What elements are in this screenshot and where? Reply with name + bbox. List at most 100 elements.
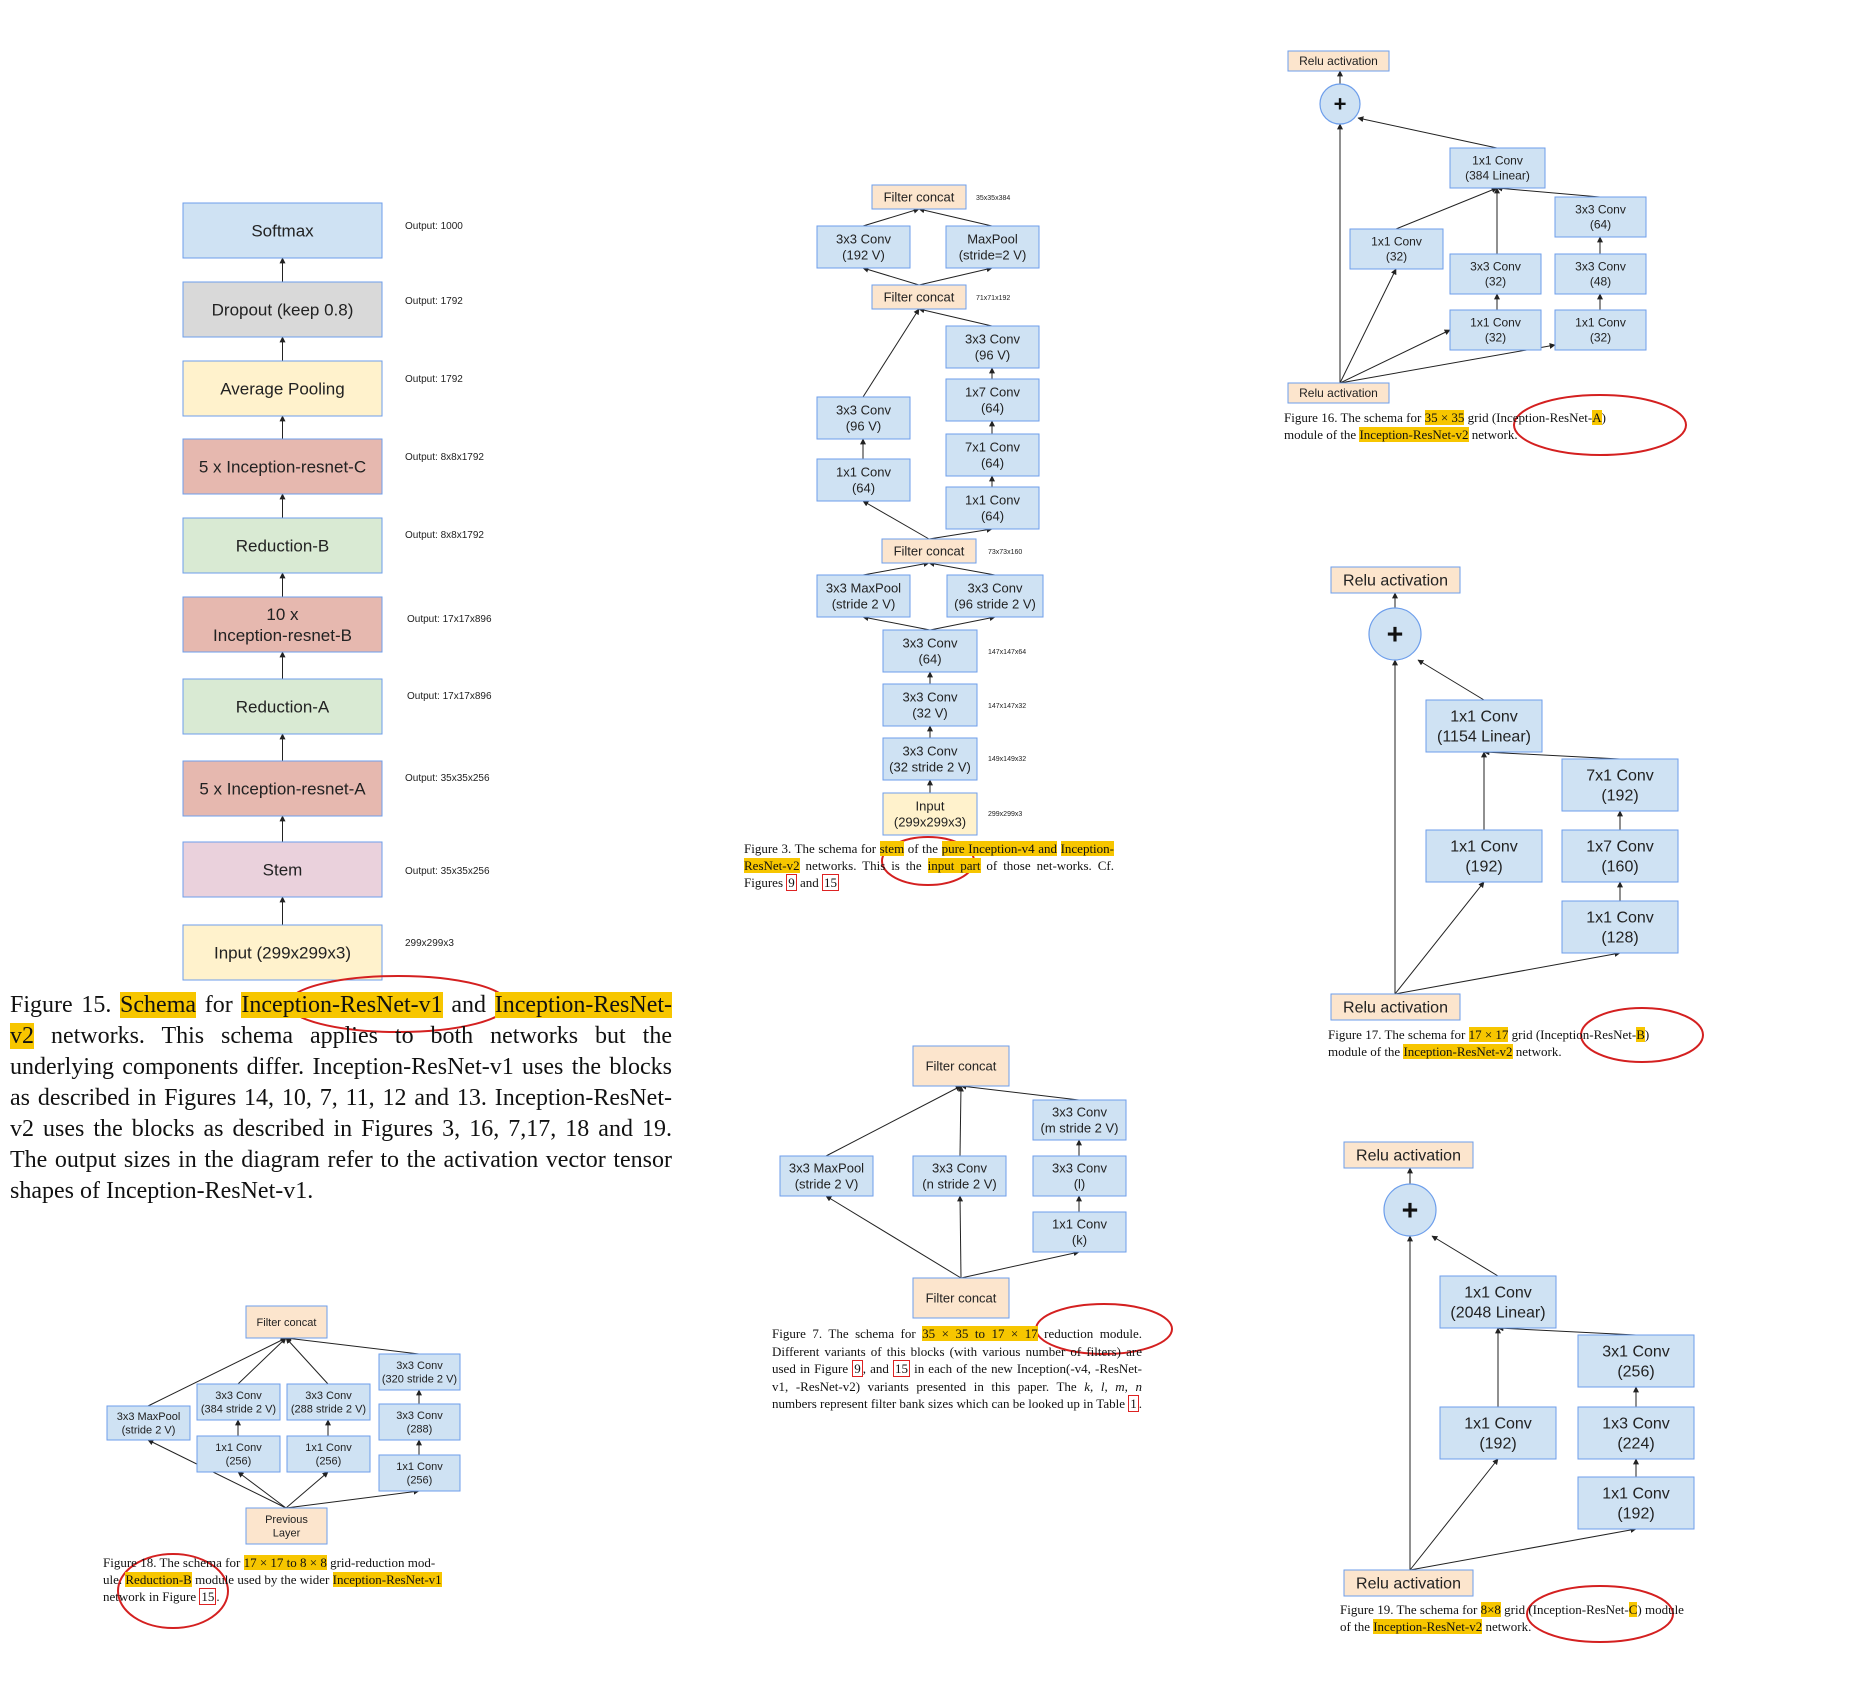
input-box: Input (299x299x3) xyxy=(182,924,383,981)
conv-box-label: 1x1 Conv xyxy=(1052,1216,1107,1231)
conv-box: 1x1 Conv(32) xyxy=(1449,309,1542,351)
edge-arrow xyxy=(928,526,993,540)
edge-arrow xyxy=(862,266,920,286)
edge-arrow xyxy=(1357,116,1498,149)
conv-box-label: (64) xyxy=(918,652,941,667)
edge-arrow xyxy=(825,1085,962,1157)
conv-box: 1x1 Conv(1154 Linear) xyxy=(1425,699,1543,753)
conv-box: 3x3 Conv(64) xyxy=(1554,196,1647,238)
conv-box-label: 1x1 Conv xyxy=(396,1461,443,1473)
softmax-box-label: Softmax xyxy=(251,221,314,240)
conv-box: 3x3 Conv(l) xyxy=(1032,1155,1127,1197)
conv-box-rect xyxy=(378,1353,461,1391)
tensor-size-label: 147x147x64 xyxy=(988,649,1026,656)
conv-box: 3x3 Conv(64) xyxy=(882,629,978,673)
filter-concat-box-label: Filter concat xyxy=(884,190,955,205)
output-size-label: Output: 17x17x896 xyxy=(407,614,492,625)
edge-arrow xyxy=(862,615,931,631)
conv-box-label: 3x3 Conv xyxy=(836,231,891,246)
conv-box-rect xyxy=(816,396,911,440)
figure-17-caption: Figure 17. The schema for 17 × 17 grid (… xyxy=(1328,1027,1650,1059)
conv-box-label: 1x1 Conv xyxy=(1450,839,1518,856)
filter-concat-box-label: Filter concat xyxy=(257,1317,317,1329)
conv-box-label: 1x1 Conv xyxy=(1371,235,1422,249)
conv-box-label: 1x7 Conv xyxy=(965,384,1020,399)
relu-activation-box: Relu activation xyxy=(1343,1569,1474,1597)
conv-box-label: (32) xyxy=(1485,331,1506,345)
conv-box: 1x1 Conv(32) xyxy=(1349,228,1444,270)
conv-box-label: 3x3 Conv xyxy=(1575,203,1626,217)
filter-concat-box-rect xyxy=(881,538,977,564)
conv-box: 1x1 Conv(64) xyxy=(816,458,911,502)
conv-box: 3x3 Conv(m stride 2 V) xyxy=(1032,1099,1127,1141)
maxpool-box: 3x3 MaxPool(stride 2 V) xyxy=(779,1155,874,1197)
conv-box-label: (256) xyxy=(226,1456,252,1468)
conv-box-label: 3x3 Conv xyxy=(965,331,1020,346)
conv-box-label: (384 stride 2 V) xyxy=(201,1404,276,1416)
average-pooling-box-label: Average Pooling xyxy=(220,379,344,398)
conv-box-label: 3x3 Conv xyxy=(215,1390,262,1402)
edge-arrow xyxy=(960,1083,1080,1101)
conv-box-label: 3x3 Conv xyxy=(1052,1104,1107,1119)
edge-arrow xyxy=(825,1195,962,1279)
maxpool-box-label: (stride 2 V) xyxy=(795,1177,859,1192)
annotation-circle xyxy=(1513,394,1687,456)
edge-arrow xyxy=(1409,1527,1637,1571)
input-box-label: Input (299x299x3) xyxy=(214,943,351,962)
filter-concat-box-rect xyxy=(912,1045,1010,1087)
relu-activation-box-rect xyxy=(1287,382,1390,404)
conv-box: 3x3 Conv(96 V) xyxy=(945,325,1040,369)
conv-box-label: (160) xyxy=(1601,859,1638,876)
output-size-label: Output: 17x17x896 xyxy=(407,691,492,702)
conv-box: 3x3 Conv(32) xyxy=(1449,253,1542,295)
reduction-a-box-rect xyxy=(182,678,383,735)
relu-activation-box-label: Relu activation xyxy=(1343,573,1448,590)
conv-box-label: (32 V) xyxy=(912,706,947,721)
filter-concat-box: Filter concat xyxy=(871,184,967,210)
maxpool-box-label: (stride 2 V) xyxy=(122,1425,176,1437)
reduction-a-box-label: Reduction-A xyxy=(236,697,330,716)
conv-box: 1x1 Conv(32) xyxy=(1554,309,1647,351)
conv-box-rect xyxy=(1554,309,1647,351)
conv-box-label: (256) xyxy=(1617,1364,1654,1381)
conv-box-rect xyxy=(1425,699,1543,753)
conv-box-label: (32) xyxy=(1590,331,1611,345)
conv-box-rect xyxy=(286,1383,371,1421)
conv-box-label: (96 V) xyxy=(846,419,881,434)
conv-box-label: (l) xyxy=(1074,1177,1086,1192)
add-circle: + xyxy=(1319,83,1361,125)
tensor-size-label: 299x299x3 xyxy=(988,811,1022,818)
conv-box-label: 3x3 Conv xyxy=(968,580,1023,595)
edge-arrow xyxy=(1394,951,1621,995)
figure-7-caption: Figure 7. The schema for 35 × 35 to 17 ×… xyxy=(772,1326,1142,1412)
conv-box-label: (32 stride 2 V) xyxy=(889,760,971,775)
previous-layer-box-label: Previous xyxy=(265,1514,308,1526)
annotation-circle xyxy=(117,1553,229,1629)
conv-box-rect xyxy=(1561,829,1679,883)
add-circle-label: + xyxy=(1387,619,1404,651)
conv-box-label: (32) xyxy=(1485,275,1506,289)
conv-box: 7x1 Conv(64) xyxy=(945,433,1040,477)
conv-box-label: (64) xyxy=(981,401,1004,416)
reduction-b-box: Reduction-B xyxy=(182,517,383,574)
edge-arrow xyxy=(285,1337,329,1385)
conv-box: 1x1 Conv(256) xyxy=(286,1435,371,1473)
maxpool-box: 3x3 MaxPool(stride 2 V) xyxy=(816,574,911,618)
conv-box-rect xyxy=(1439,1406,1557,1460)
conv-box: 1x1 Conv(256) xyxy=(196,1435,281,1473)
softmax-box-rect xyxy=(182,202,383,259)
filter-concat-box-rect xyxy=(245,1305,328,1339)
filter-concat-box: Filter concat xyxy=(912,1045,1010,1087)
conv-box-label: (384 Linear) xyxy=(1465,169,1530,183)
conv-box: 3x3 Conv(n stride 2 V) xyxy=(912,1155,1007,1197)
conv-box-label: 3x3 Conv xyxy=(903,689,958,704)
conv-box-label: (224) xyxy=(1617,1436,1654,1453)
conv-box-label: (64) xyxy=(981,456,1004,471)
output-size-label: 299x299x3 xyxy=(405,938,454,949)
conv-box-rect xyxy=(1577,1476,1695,1530)
filter-concat-box-rect xyxy=(871,184,967,210)
filter-concat-box: Filter concat xyxy=(912,1277,1010,1319)
conv-box-rect xyxy=(1554,196,1647,238)
